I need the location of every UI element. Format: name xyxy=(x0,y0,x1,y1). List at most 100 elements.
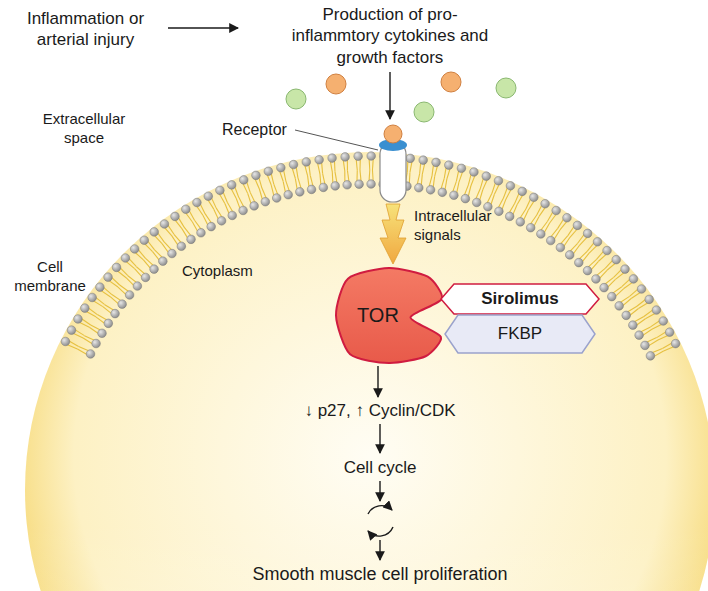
lipid-head xyxy=(159,257,168,266)
lipid-head xyxy=(426,186,435,195)
lipid-head xyxy=(583,229,592,238)
lipid-head xyxy=(461,194,470,203)
annotation-label: Production of pro-inflammtory cytokines … xyxy=(286,4,494,68)
lipid-head xyxy=(121,254,130,263)
lipid-head xyxy=(67,326,76,335)
annotation-label: Cell cycle xyxy=(280,457,480,478)
lipid-head xyxy=(111,309,120,318)
lipid-head xyxy=(646,352,655,361)
lipid-head xyxy=(341,153,350,162)
lipid-head xyxy=(622,311,631,320)
lipid-head xyxy=(252,171,261,180)
lipid-head xyxy=(518,187,527,196)
lipid-head xyxy=(432,158,441,167)
lipid-head xyxy=(150,228,159,237)
leader-line xyxy=(295,130,378,150)
lipid-head xyxy=(227,181,236,190)
lipid-head xyxy=(635,331,644,340)
signal-arrow xyxy=(380,204,406,264)
lipid-head xyxy=(574,258,583,267)
lipid-head xyxy=(315,155,324,164)
lipid-head xyxy=(307,185,316,194)
lipid-head xyxy=(600,283,609,292)
lipid-head xyxy=(450,191,459,200)
lipid-head xyxy=(529,193,538,202)
annotation-label: Receptor xyxy=(222,120,287,140)
lipid-head xyxy=(472,198,481,207)
lipid-head xyxy=(302,158,311,167)
annotation-label: Inflammation or arterial injury xyxy=(8,8,163,51)
lipid-head xyxy=(438,188,447,197)
lipid-head xyxy=(406,154,415,163)
lipid-head xyxy=(546,236,555,245)
lipid-head xyxy=(652,306,661,315)
lipid-head xyxy=(537,230,546,239)
lipid-head xyxy=(74,315,83,324)
lipid-head xyxy=(355,180,364,189)
lipid-head xyxy=(615,302,624,311)
node-text: Sirolimus xyxy=(481,289,558,309)
cell-body xyxy=(25,152,708,591)
lipid-head xyxy=(217,217,226,226)
lipid-head xyxy=(659,317,668,326)
lipid-head xyxy=(261,197,270,206)
lipid-head xyxy=(118,300,127,309)
lipid-head xyxy=(150,265,159,274)
lipid-head xyxy=(419,156,428,165)
lipid-head xyxy=(250,202,259,211)
lipid-head xyxy=(621,265,630,274)
annotation-label: Smooth muscle cell proliferation xyxy=(130,563,630,586)
lipid-head xyxy=(140,236,149,245)
annotation-label: ↓ p27, ↑ Cyclin/CDK xyxy=(230,400,530,421)
lipid-head xyxy=(272,194,281,203)
receptor-symbol xyxy=(379,125,407,202)
lipid-head xyxy=(671,339,680,348)
lipid-head xyxy=(88,293,97,302)
node-text: TOR xyxy=(357,304,399,327)
lipid-head xyxy=(506,182,515,191)
lipid-head xyxy=(573,221,582,230)
lipid-head xyxy=(526,223,535,232)
cell-fade xyxy=(25,152,708,591)
lipid-head xyxy=(96,283,105,292)
lipid-head xyxy=(112,263,121,272)
lipid-head xyxy=(552,206,561,215)
lipid-head xyxy=(343,181,352,190)
lipid-head xyxy=(239,176,248,185)
cytokine-molecules xyxy=(286,72,516,122)
lipid-head xyxy=(583,266,592,275)
lipid-head xyxy=(171,212,180,221)
tor-protein: TOR xyxy=(335,267,443,364)
lipid-head xyxy=(629,275,638,284)
annotation-label: Intracellular signals xyxy=(414,207,514,245)
lipid-head xyxy=(354,152,363,161)
lipid-head xyxy=(216,186,225,195)
hexagon-shape xyxy=(445,315,595,353)
lipid-head xyxy=(367,180,376,189)
lipid-head xyxy=(141,273,150,282)
lipid-head xyxy=(61,337,70,346)
hexagon-shape xyxy=(441,284,599,314)
lipid-head xyxy=(187,235,196,244)
lipid-head xyxy=(444,161,453,170)
lipid-head xyxy=(160,220,169,229)
annotation-label: Cytoplasm xyxy=(182,262,253,281)
lipid-head xyxy=(177,242,186,251)
node-text: FKBP xyxy=(498,324,542,344)
lipid-head xyxy=(505,212,514,221)
lipid-head xyxy=(665,328,674,337)
lipid-head xyxy=(495,207,504,216)
lipid-head xyxy=(516,218,525,227)
lipid-head xyxy=(125,291,134,300)
lipid-head xyxy=(86,350,95,359)
lipid-head xyxy=(556,243,565,252)
lipid-head xyxy=(331,182,340,191)
lipid-head xyxy=(612,255,621,264)
lipid-head xyxy=(130,245,139,254)
lipid-head xyxy=(284,190,293,199)
annotation-label: Extracellular space xyxy=(28,110,140,148)
lipid-head xyxy=(264,167,273,176)
lipid-head xyxy=(593,237,602,246)
lipid-head xyxy=(204,192,213,201)
